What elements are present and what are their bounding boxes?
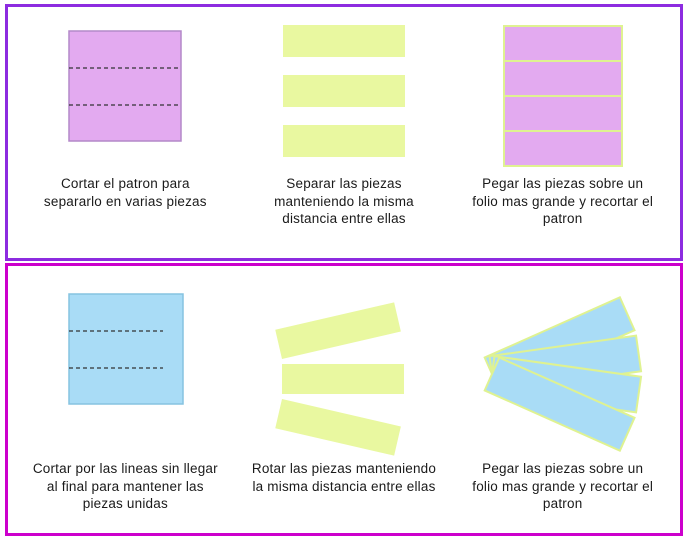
separated-strips-graphic: [283, 25, 405, 157]
step-paste-fanned: Pegar las piezas sobre un folio mas gran…: [453, 282, 672, 513]
step-separate-pieces: Separar las piezas manteniendo la misma …: [235, 23, 454, 228]
step-cut-pattern: Cortar el patron para separarlo en varia…: [16, 23, 235, 210]
figure-fanned-pattern: [478, 282, 648, 460]
step-paste-pieces: Pegar las piezas sobre un folio mas gran…: [453, 23, 672, 228]
caption-paste-pieces: Pegar las piezas sobre un folio mas gran…: [472, 176, 654, 227]
step-rotate-pieces: Rotar las piezas manteniendo la misma di…: [235, 282, 454, 495]
caption-partial-cut: Cortar por las lineas sin llegar al fina…: [32, 461, 218, 512]
panel-straight-separation: Cortar el patron para separarlo en varia…: [5, 4, 683, 261]
square-dashed-lines-graphic: [68, 30, 183, 142]
caption-cut-pattern: Cortar el patron para separarlo en varia…: [43, 176, 207, 209]
square-partial-dashed-graphic: [68, 293, 185, 405]
figure-square-partial-cuts: [59, 282, 191, 460]
figure-square-with-cut-lines: [59, 23, 191, 175]
figure-rotated-strips: [264, 282, 424, 460]
fanned-pattern-graphic: [483, 296, 642, 452]
pasted-strips-graphic: [502, 25, 623, 167]
step-partial-cut: Cortar por las lineas sin llegar al fina…: [16, 282, 235, 513]
panel-rotated-separation: Cortar por las lineas sin llegar al fina…: [5, 263, 683, 536]
figure-pasted-strips: [498, 23, 628, 175]
caption-separate-pieces: Separar las piezas manteniendo la misma …: [274, 176, 414, 227]
rotated-strips-graphic: [275, 302, 404, 456]
caption-rotate-pieces: Rotar las piezas manteniendo la misma di…: [251, 461, 437, 494]
caption-paste-fanned: Pegar las piezas sobre un folio mas gran…: [472, 461, 654, 512]
figure-separated-strips: [279, 23, 409, 175]
